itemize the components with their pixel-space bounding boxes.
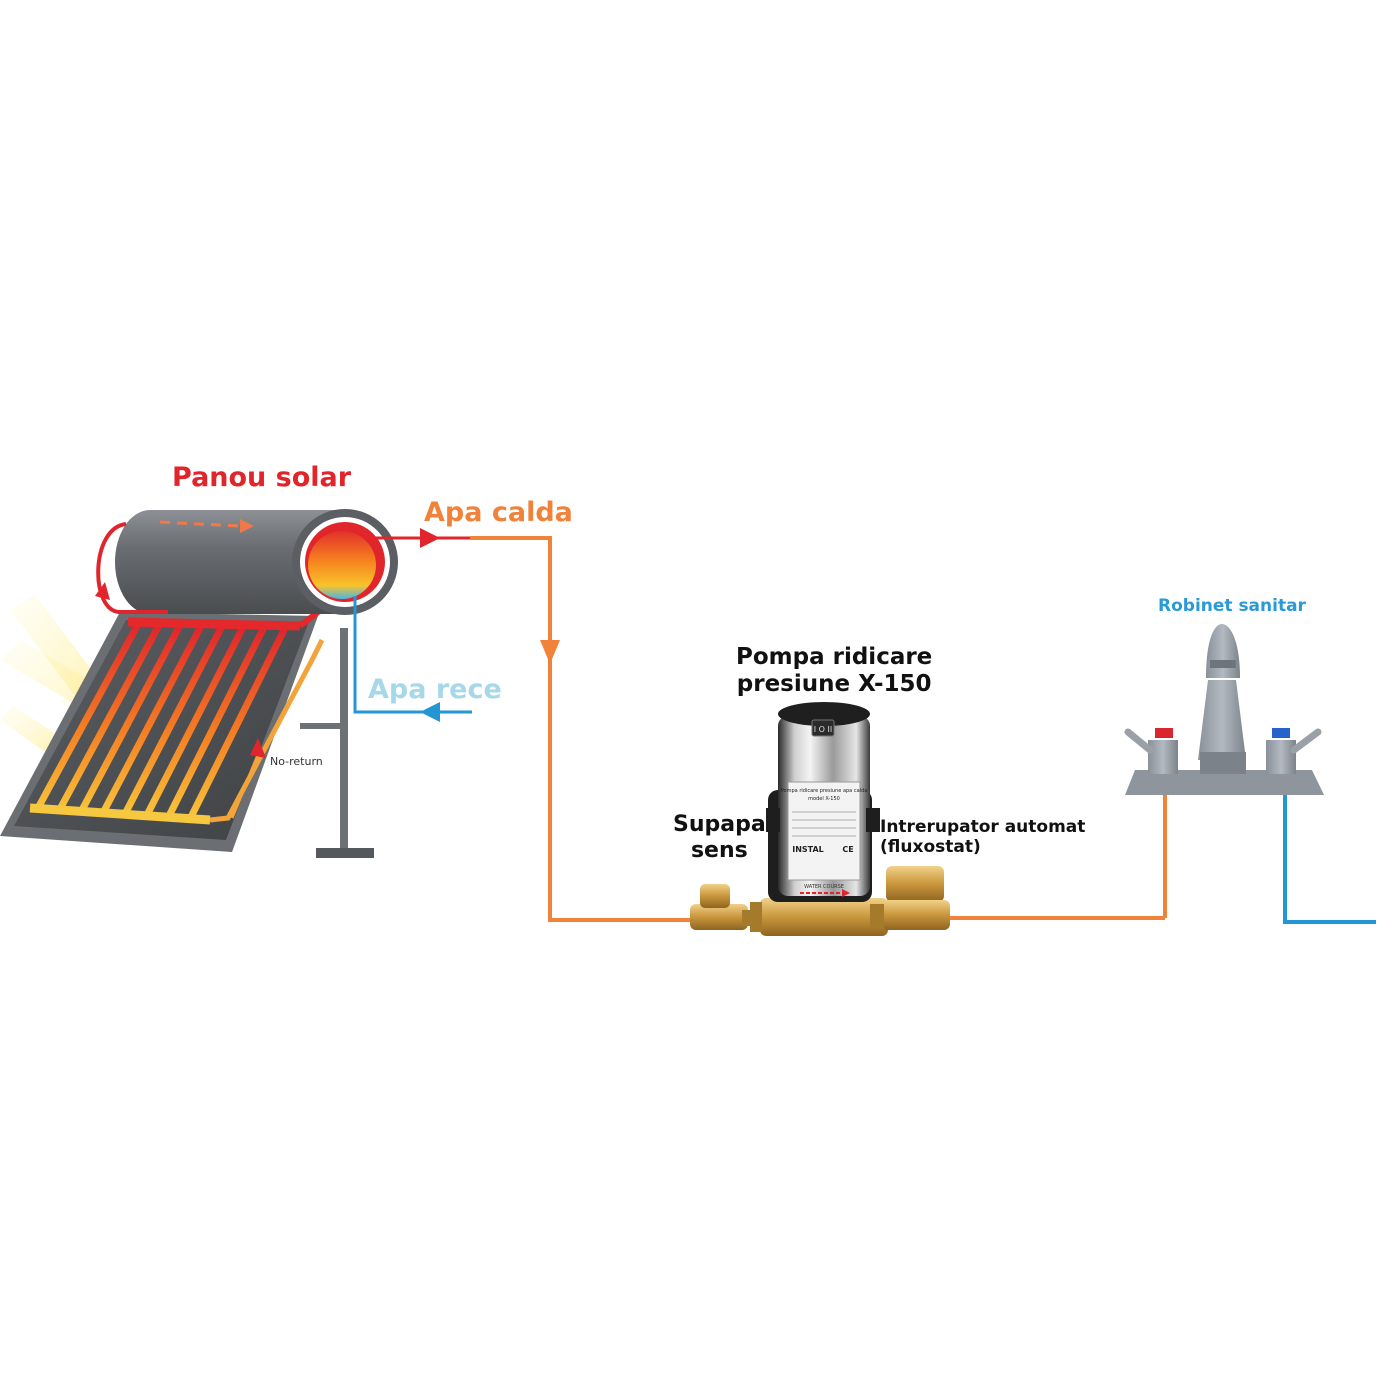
label-flow-switch-line-2: (fluxostat) xyxy=(880,837,981,858)
hot-water-pipe xyxy=(230,528,1167,922)
check-valve-icon xyxy=(690,884,762,930)
label-flow-switch: Intrerupator automat (fluxostat) xyxy=(880,817,1085,857)
label-check-valve: Supapa sens xyxy=(673,812,766,864)
pump-flow-text: WATER COURSE xyxy=(804,884,844,890)
pump-plate-model: model X-150 xyxy=(808,796,840,802)
cold-water-pipe xyxy=(353,596,1376,924)
water-tank-icon xyxy=(95,509,398,615)
pump-plate-title: Pompa ridicare presiune apa calda xyxy=(781,788,868,794)
panel-stand xyxy=(300,628,374,858)
faucet-icon xyxy=(1124,624,1324,795)
label-check-valve-line-2: sens xyxy=(690,837,748,863)
pump-brand: INSTAL xyxy=(792,845,824,854)
solar-collector-icon xyxy=(0,609,325,852)
label-pump-line-2: presiune X-150 xyxy=(736,671,932,698)
label-no-return: No-return xyxy=(270,755,323,768)
label-pump-line-1: Pompa ridicare xyxy=(736,644,933,670)
pump-icon: I O II Pompa ridicare presiune apa calda… xyxy=(750,702,888,936)
label-faucet: Robinet sanitar xyxy=(1158,596,1306,616)
label-pump: Pompa ridicare presiune X-150 xyxy=(736,644,932,698)
flow-switch-icon xyxy=(870,866,950,930)
label-solar-panel: Panou solar xyxy=(172,462,352,493)
svg-text:CE: CE xyxy=(842,845,853,854)
pump-switch-text: I O II xyxy=(814,725,832,734)
label-cold-water: Apa rece xyxy=(368,674,502,705)
label-check-valve-line-1: Supapa xyxy=(673,812,766,837)
label-hot-water: Apa calda xyxy=(424,497,573,528)
label-flow-switch-line-1: Intrerupator automat xyxy=(880,817,1086,837)
